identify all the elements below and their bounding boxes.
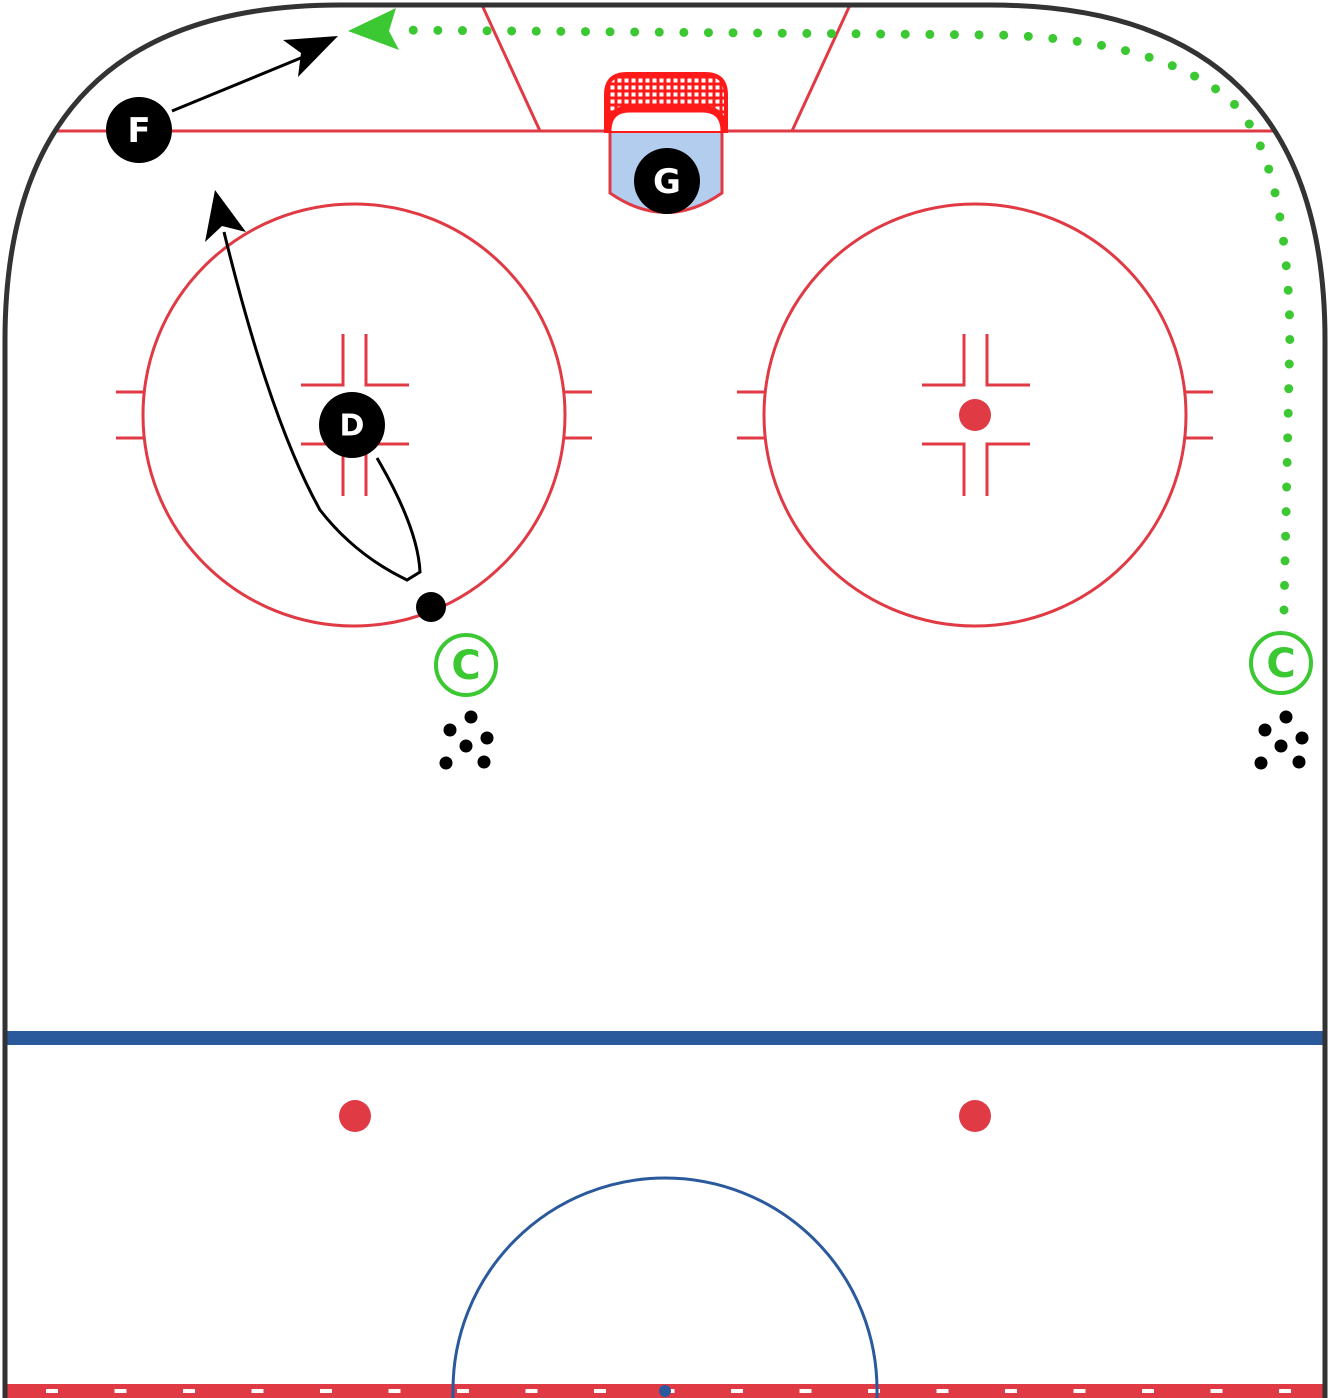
neutral-faceoff-dot-right xyxy=(959,1100,991,1132)
center-line-dash xyxy=(46,1389,58,1393)
center-line-dash xyxy=(594,1389,606,1393)
blue-line xyxy=(5,1031,1325,1045)
player-defense-label: D xyxy=(340,409,365,444)
faceoff-circle-right xyxy=(737,202,1213,628)
center-faceoff-dot xyxy=(659,1385,671,1397)
center-line-dash xyxy=(1279,1389,1291,1393)
puck-pile-icon xyxy=(1254,710,1309,770)
skate-arrowhead-forward xyxy=(283,36,338,77)
faceoff-dot-right xyxy=(959,399,991,431)
center-line-dash xyxy=(1073,1389,1086,1393)
center-line-dashes xyxy=(46,1389,1291,1393)
ice-surface xyxy=(5,5,1325,1398)
faceoff-circle-left xyxy=(116,202,592,628)
center-line-dash xyxy=(1005,1389,1017,1393)
trapezoid-line-right xyxy=(790,5,852,132)
coach-left[interactable]: C xyxy=(434,633,498,697)
puck-pile-icon xyxy=(439,710,494,770)
center-line-dash xyxy=(251,1389,264,1393)
center-line-dash xyxy=(114,1389,127,1393)
center-line-dash xyxy=(731,1389,743,1393)
player-forward-label: F xyxy=(127,111,150,151)
coach-left-label: C xyxy=(451,643,480,689)
neutral-faceoff-dot-left xyxy=(339,1100,371,1132)
trapezoid-line-left xyxy=(480,5,542,132)
center-line-dash xyxy=(1142,1389,1154,1393)
skate-path-defense xyxy=(222,231,422,582)
center-circle xyxy=(451,1176,879,1398)
center-line-dash xyxy=(868,1389,880,1393)
player-goalie[interactable]: G xyxy=(634,148,700,214)
skate-path-forward xyxy=(171,53,309,113)
pass-arrowhead xyxy=(348,8,399,50)
puck-icon xyxy=(416,592,446,622)
skate-arrowhead-defense xyxy=(205,190,246,242)
player-defense[interactable]: D xyxy=(319,392,385,458)
coach-right[interactable]: C xyxy=(1249,631,1313,695)
hockey-net-icon xyxy=(604,72,728,133)
center-line-dash xyxy=(183,1389,195,1393)
center-line-dash xyxy=(936,1389,949,1393)
center-line-dash xyxy=(388,1389,401,1393)
pass-path xyxy=(390,25,1295,615)
center-line-dash xyxy=(320,1389,332,1393)
center-line-dash xyxy=(1210,1389,1223,1393)
player-goalie-label: G xyxy=(653,162,681,202)
center-line-dash xyxy=(457,1389,469,1393)
center-line-dash xyxy=(799,1389,812,1393)
coach-right-label: C xyxy=(1266,641,1295,687)
center-line-dash xyxy=(525,1389,538,1393)
player-forward[interactable]: F xyxy=(106,97,172,163)
